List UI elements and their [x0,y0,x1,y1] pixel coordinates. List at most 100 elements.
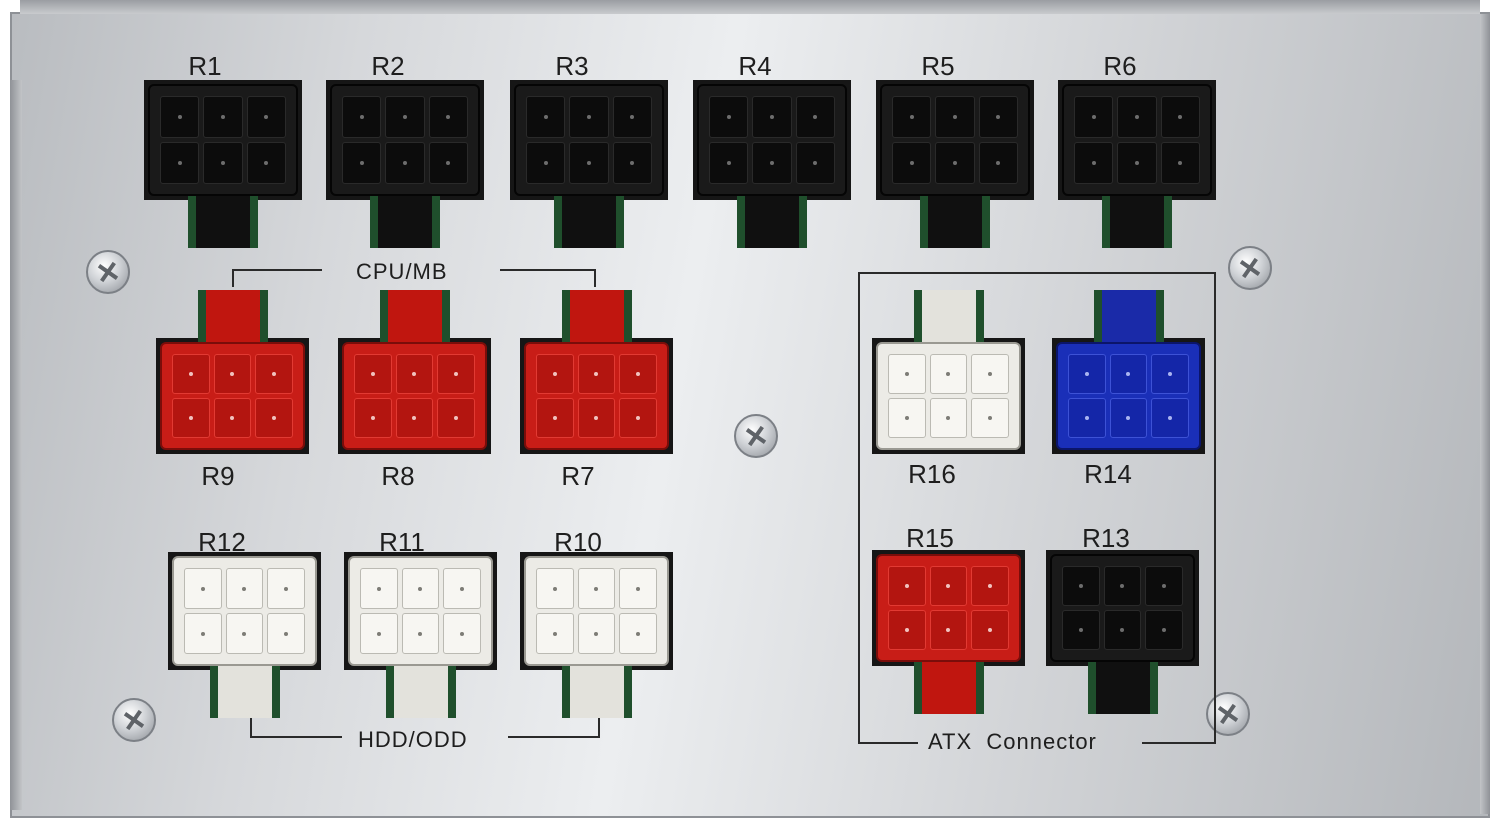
connector-pin [929,610,968,650]
connector-pin [619,568,657,609]
connector-pin [160,96,200,138]
connector-pin [929,566,968,606]
connector-pin [1117,96,1157,138]
connector-pin [577,568,616,609]
atx-box-top [858,272,1216,274]
connector-latch-tab [393,666,448,718]
connector-housing [172,556,317,666]
connector-pin [1103,610,1142,650]
connector-latch-tab [217,666,272,718]
connector-label: R8 [381,461,415,491]
connector-housing [1062,84,1212,196]
connector-latch-tab [745,196,799,248]
connector-pin [342,142,382,184]
connector-pin [795,142,835,184]
connector-pin [569,142,609,184]
cpu-mb-bracket-left-drop [232,269,234,287]
connector-pin [1109,398,1148,438]
connector-pin [536,398,574,438]
atx-box-right [1214,272,1216,744]
connector-latch-tab [1095,662,1150,714]
connector-housing [514,84,664,196]
hdd-bracket-left [250,736,342,738]
connector-pin [1145,566,1183,606]
connector-pin [385,96,425,138]
atx-box-bottom-right [1142,742,1216,744]
connector-pin [1103,566,1142,606]
connector-pin [536,568,574,609]
connector-pin [213,398,252,438]
connector-label: R2 [371,51,405,81]
screw-icon [734,414,778,458]
connector-pin [385,142,425,184]
connector-pin [360,613,398,654]
connector-pin [160,142,200,184]
connector-pin [612,96,652,138]
connector-pin [888,610,926,650]
connector-latch-tab [205,290,260,342]
connector-pin [184,568,222,609]
connector-housing [342,342,487,450]
connector-label: R10 [554,527,602,557]
connector-pin [172,354,210,394]
connector-pin [1117,142,1157,184]
connector-pin [892,96,932,138]
connector-label: R13 [1082,523,1130,553]
connector-pin [888,566,926,606]
connector-pin [536,354,574,394]
connector-pin [978,142,1018,184]
connector-pin [267,568,305,609]
connector-pin [1068,398,1106,438]
connector-pin [752,96,792,138]
connector-pin [978,96,1018,138]
connector-pin [443,568,481,609]
connector-pin [213,354,252,394]
connector-label: R6 [1103,51,1137,81]
connector-pin [888,398,926,438]
atx-box-bottom-left [858,742,918,744]
connector-latch-tab [378,196,432,248]
connector-pin [437,354,475,394]
connector-pin [577,613,616,654]
connector-label: R15 [906,523,954,553]
connector-pin [1074,96,1114,138]
connector-pin [267,613,305,654]
panel-right-edge [1480,14,1490,814]
cpu-mb-bracket-right [500,269,596,271]
connector-pin [342,96,382,138]
connector-pin [619,398,657,438]
connector-pin [395,398,434,438]
connector-pin [401,613,440,654]
connector-pin [1160,142,1200,184]
connector-pin [255,354,293,394]
connector-housing [160,342,305,450]
connector-housing [148,84,298,196]
connector-pin [752,142,792,184]
connector-pin [709,96,749,138]
connector-pin [443,613,481,654]
screw-icon [112,698,156,742]
connector-pin [1151,354,1189,394]
connector-pin [1145,610,1183,650]
connector-pin [577,398,616,438]
connector-housing [1056,342,1201,450]
connector-pin [526,96,566,138]
connector-pin [971,354,1009,394]
connector-pin [401,568,440,609]
connector-label: R5 [921,51,955,81]
connector-pin [971,566,1009,606]
connector-latch-tab [196,196,250,248]
cpu-mb-bracket-left [232,269,322,271]
connector-latch-tab [1101,290,1156,342]
connector-pin [612,142,652,184]
hdd-bracket-right [508,736,600,738]
connector-label: R14 [1084,459,1132,489]
connector-pin [888,354,926,394]
connector-pin [246,142,286,184]
screw-icon [86,250,130,294]
hdd-bracket-right-rise [598,716,600,738]
connector-pin [1062,566,1100,606]
connector-latch-tab [569,666,624,718]
connector-label: R9 [201,461,235,491]
cpu-mb-group-label: CPU/MB [356,259,448,284]
